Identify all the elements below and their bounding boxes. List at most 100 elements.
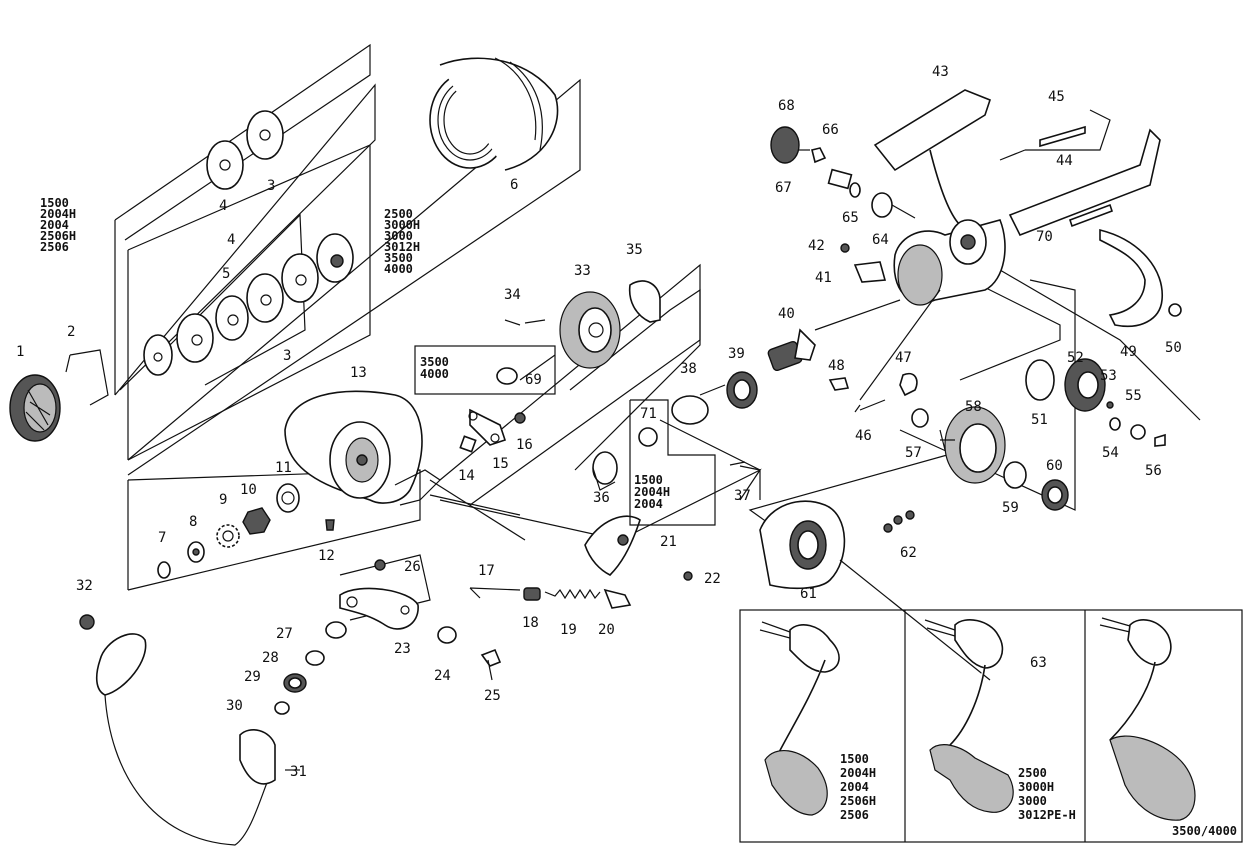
label-35: 35 xyxy=(626,242,643,258)
label-56: 56 xyxy=(1145,463,1162,479)
label-42: 42 xyxy=(808,238,825,254)
label-27: 27 xyxy=(276,626,293,642)
label-46: 46 xyxy=(855,428,872,444)
label-29: 29 xyxy=(244,669,261,685)
svg-text:3000H: 3000H xyxy=(384,218,420,232)
label-54: 54 xyxy=(1102,445,1119,461)
label-8: 8 xyxy=(189,514,197,530)
box-71 xyxy=(629,399,716,526)
label-7: 7 xyxy=(158,530,166,546)
svg-text:1500: 1500 xyxy=(840,752,869,766)
svg-text:2500: 2500 xyxy=(384,207,413,221)
reel-body xyxy=(840,89,1006,306)
svg-text:3000: 3000 xyxy=(1018,794,1047,808)
line-roller-parts xyxy=(469,587,632,609)
label-20: 20 xyxy=(598,622,615,638)
models-box69: 3500 4000 xyxy=(420,355,449,381)
label-65: 65 xyxy=(842,210,859,226)
label-58: 58 xyxy=(965,399,982,415)
label-25: 25 xyxy=(484,688,501,704)
part-labels: 1 2 3 3 4 4 5 6 7 8 9 10 11 12 13 14 15 … xyxy=(16,64,1182,780)
label-37: 37 xyxy=(734,488,751,504)
label-47: 47 xyxy=(895,350,912,366)
part-31-bail-wire xyxy=(79,614,276,846)
label-41: 41 xyxy=(815,270,832,286)
part-71-washer xyxy=(638,427,658,447)
label-53: 53 xyxy=(1100,368,1117,384)
svg-text:2004: 2004 xyxy=(40,218,69,232)
label-43: 43 xyxy=(932,64,949,80)
label-39: 39 xyxy=(728,346,745,362)
label-10: 10 xyxy=(240,482,257,498)
label-23: 23 xyxy=(394,641,411,657)
label-49: 49 xyxy=(1120,344,1137,360)
label-71: 71 xyxy=(640,406,657,422)
svg-text:2004: 2004 xyxy=(634,497,663,511)
models-handle-b: 2500 3000H 3000 3012PE-H xyxy=(1018,766,1076,822)
label-32: 32 xyxy=(76,578,93,594)
svg-text:3500: 3500 xyxy=(420,355,449,369)
label-18: 18 xyxy=(522,615,539,631)
label-34: 34 xyxy=(504,287,521,303)
label-33: 33 xyxy=(574,263,591,279)
label-66: 66 xyxy=(822,122,839,138)
drive-gear xyxy=(911,406,1069,511)
svg-text:2004H: 2004H xyxy=(840,766,876,780)
part-61-side-cover xyxy=(759,500,915,590)
models-handle-c: 3500/4000 xyxy=(1172,824,1237,838)
svg-text:2004H: 2004H xyxy=(634,485,670,499)
label-59: 59 xyxy=(1002,500,1019,516)
label-57: 57 xyxy=(905,445,922,461)
svg-text:3500: 3500 xyxy=(384,251,413,265)
svg-text:3000: 3000 xyxy=(384,229,413,243)
drive-gear-side xyxy=(1025,358,1166,447)
label-19: 19 xyxy=(560,622,577,638)
label-40: 40 xyxy=(778,306,795,322)
label-61: 61 xyxy=(800,586,817,602)
label-31: 31 xyxy=(290,764,307,780)
pinion-stack xyxy=(157,483,335,579)
svg-text:3012PE-H: 3012PE-H xyxy=(1018,808,1076,822)
part-49-body-cover xyxy=(1099,228,1182,327)
label-4a: 4 xyxy=(219,198,227,214)
label-9: 9 xyxy=(219,492,227,508)
svg-text:3012H: 3012H xyxy=(384,240,420,254)
label-3a: 3 xyxy=(267,178,275,194)
label-45: 45 xyxy=(1048,89,1065,105)
part-13-rotor xyxy=(284,390,441,506)
label-11: 11 xyxy=(275,460,292,476)
label-50: 50 xyxy=(1165,340,1182,356)
label-2: 2 xyxy=(67,324,75,340)
label-12: 12 xyxy=(318,548,335,564)
label-3b: 3 xyxy=(283,348,291,364)
models-handle-a: 1500 2004H 2004 2506H 2506 xyxy=(840,752,876,822)
oscillation-parts xyxy=(1008,125,1161,237)
svg-text:2506H: 2506H xyxy=(840,794,876,808)
label-6: 6 xyxy=(510,177,518,193)
label-30: 30 xyxy=(226,698,243,714)
part-2-spring xyxy=(65,349,109,406)
label-64: 64 xyxy=(872,232,889,248)
svg-text:3000H: 3000H xyxy=(1018,780,1054,794)
models-left-spool: 1500 2004H 2004 2506H 2506 xyxy=(40,196,76,254)
svg-text:2506: 2506 xyxy=(40,240,69,254)
label-38: 38 xyxy=(680,361,697,377)
svg-text:1500: 1500 xyxy=(40,196,69,210)
label-67: 67 xyxy=(775,180,792,196)
label-13: 13 xyxy=(350,365,367,381)
svg-text:2004: 2004 xyxy=(840,780,869,794)
label-51: 51 xyxy=(1031,412,1048,428)
label-48: 48 xyxy=(828,358,845,374)
label-28: 28 xyxy=(262,650,279,666)
handle-side-parts xyxy=(770,126,916,219)
label-69: 69 xyxy=(525,372,542,388)
bail-arm-parts xyxy=(459,408,526,453)
label-52: 52 xyxy=(1067,350,1084,366)
label-14: 14 xyxy=(458,468,475,484)
label-21: 21 xyxy=(660,534,677,550)
svg-text:2506H: 2506H xyxy=(40,229,76,243)
pinion-support xyxy=(504,280,661,491)
label-1: 1 xyxy=(16,344,24,360)
